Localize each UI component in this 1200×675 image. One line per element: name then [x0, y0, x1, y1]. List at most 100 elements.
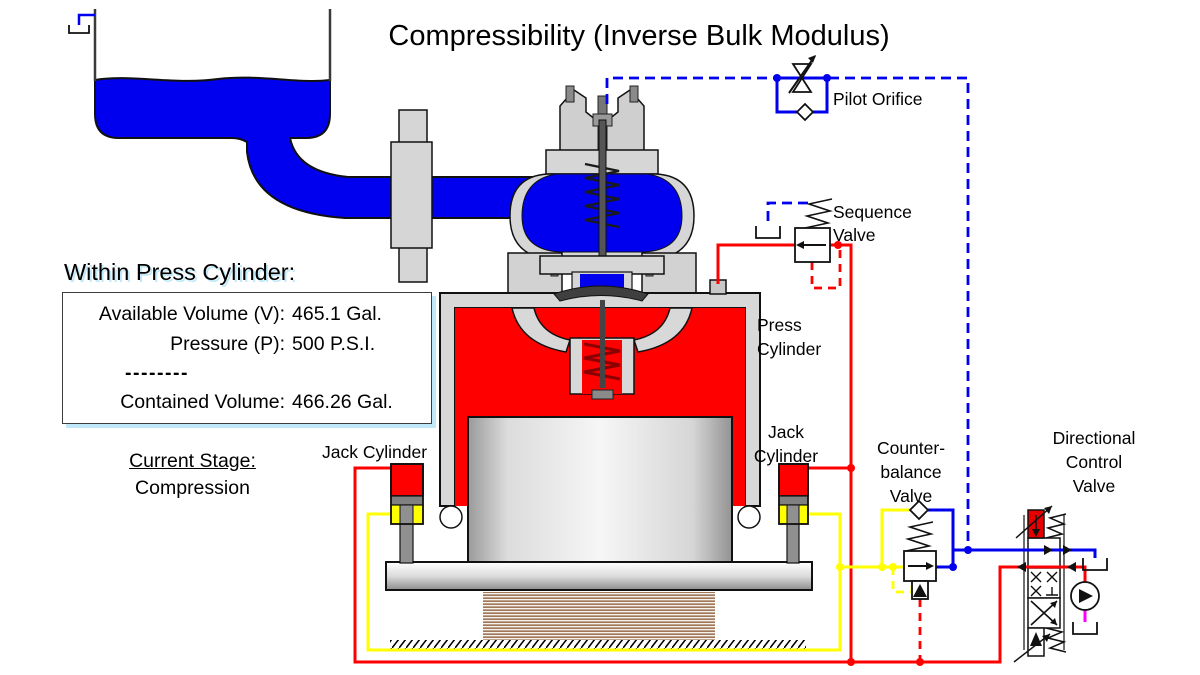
- dcv-slash-arrowhead: [1042, 634, 1050, 642]
- dcv-proportional-slash: [1013, 633, 1051, 663]
- page-title: Compressibility (Inverse Bulk Modulus): [388, 20, 889, 52]
- jack-rod-upper: [786, 504, 800, 525]
- junction-dot: [773, 74, 781, 82]
- dcv-cross-arrow: [1050, 618, 1057, 625]
- flange-stem-top: [398, 109, 428, 145]
- pressure-row: Pressure (P): 500 P.S.I.: [63, 329, 431, 359]
- counterbalance-arrowhead: [926, 562, 934, 570]
- supply-lines-blue: [605, 76, 1097, 569]
- pilot-orifice-symbol: [788, 55, 816, 122]
- platen-and-load: [385, 561, 813, 649]
- info-divider: --------: [125, 362, 189, 384]
- junction-dots: [773, 74, 972, 666]
- jack-piston: [778, 495, 809, 506]
- jack-cylinder-left: [390, 463, 424, 564]
- valve-poppet-stem: [598, 119, 607, 257]
- press-cylinder-label: Press: [757, 315, 802, 335]
- dcv-spring-bottom: [1045, 627, 1067, 653]
- junction-dot: [889, 563, 897, 571]
- pressure-value: 500 P.S.I.: [292, 333, 376, 355]
- pump-direction-arrow: [1079, 589, 1093, 603]
- contained-volume-row: Contained Volume: 466.26 Gal.: [63, 387, 431, 417]
- directional-control-valve: [1013, 505, 1067, 663]
- reservoir-fluid: [94, 76, 561, 219]
- tank-symbol-icon: [1072, 622, 1098, 635]
- dcv-slash-arrowhead: [1044, 506, 1052, 514]
- pilot-orifice-bypass: [775, 78, 829, 114]
- reservoir: [68, 9, 561, 219]
- main-pressure-loop: [353, 466, 1028, 664]
- jack-cylinder-right-label: Jack: [768, 422, 804, 442]
- pipe-flange: [390, 109, 433, 283]
- sequence-spring: [803, 198, 834, 229]
- counterbalance-to-tank-line: [936, 548, 1097, 569]
- info-panel: Available Volume (V): 465.1 Gal. Pressur…: [62, 292, 432, 424]
- flange-plate: [390, 141, 433, 249]
- tank-symbol-icon: [755, 226, 781, 239]
- dcv-label: Valve: [1073, 476, 1115, 496]
- prefill-valve: [507, 85, 697, 297]
- contained-volume-label: Contained Volume:: [120, 391, 285, 413]
- stage-value: Compression: [135, 477, 250, 499]
- flow-arrow-left: [1067, 562, 1076, 572]
- dcv-port-arrows: [1017, 545, 1076, 572]
- counterbalance-label: balance: [880, 462, 941, 482]
- junction-dot: [847, 658, 855, 666]
- jack-piston: [390, 495, 424, 506]
- jack-cylinder-left-label: Jack Cylinder: [322, 442, 427, 462]
- counterbalance-spring: [904, 521, 935, 552]
- poppet-guide-right: [633, 307, 693, 353]
- flange-stem-bottom: [398, 245, 428, 283]
- junction-dot: [847, 464, 855, 472]
- valve-bottom-flange: [539, 255, 665, 275]
- sequence-pilot-line: [810, 247, 842, 290]
- check-valve-icon: [795, 102, 815, 122]
- check-bypass-left: [880, 508, 910, 567]
- jack-body-outline: [390, 463, 424, 525]
- poppet-tube-fitting: [591, 389, 614, 400]
- stage-label: Current Stage:: [129, 450, 256, 472]
- press-to-sequence-line: [716, 243, 795, 284]
- poppet-lower-stem: [600, 300, 605, 388]
- check-valve-icon: [908, 499, 930, 521]
- sequence-arrowhead: [796, 241, 804, 249]
- pump-symbol: [1070, 581, 1100, 635]
- junction-dot: [823, 74, 831, 82]
- jack-body-outline: [778, 463, 809, 525]
- junction-dot: [836, 563, 844, 571]
- cylinder-lip-left: [439, 505, 463, 529]
- pilot-orifice-label: Pilot Orifice: [833, 89, 922, 109]
- check-bypass-right: [927, 508, 955, 567]
- cylinder-lip-right: [737, 505, 761, 529]
- available-volume-value: 465.1 Gal.: [292, 303, 382, 325]
- jack-cap-fluid: [778, 463, 809, 497]
- sequence-drain-pilot: [766, 201, 808, 226]
- moving-platen: [385, 561, 813, 591]
- counterbalance-label: Valve: [890, 486, 932, 506]
- counterbalance-valve-symbol: [903, 499, 937, 600]
- ground-hatch: [390, 640, 806, 649]
- available-volume-label: Available Volume (V):: [98, 303, 285, 325]
- dcv-label: Control: [1066, 452, 1122, 472]
- breather-vent-icon: [68, 25, 90, 34]
- dcv-label: Directional: [1053, 428, 1136, 448]
- flow-arrow-right: [1063, 545, 1072, 555]
- rod-side-loop: [366, 512, 842, 652]
- material-stack: [483, 592, 715, 640]
- flow-arrow-right: [1044, 545, 1053, 555]
- dcv-mid-glyphs: [1030, 571, 1058, 597]
- contained-volume-value: 466.26 Gal.: [292, 391, 393, 413]
- pressure-label: Pressure (P):: [170, 333, 285, 355]
- dcv-solenoid-arrowhead: [1032, 529, 1040, 537]
- jack-rod-upper: [399, 504, 414, 525]
- available-volume-row: Available Volume (V): 465.1 Gal.: [63, 299, 431, 329]
- pilot-line-to-dcv: [829, 76, 970, 548]
- orifice-adjust-slash: [788, 55, 816, 94]
- tank-symbol-icon: [1082, 558, 1108, 571]
- flow-arrow-left: [1017, 562, 1026, 572]
- pump-to-dcv-line: [1028, 565, 1087, 582]
- junction-dot: [878, 563, 886, 571]
- info-panel-heading: Within Press Cylinder:: [64, 259, 296, 285]
